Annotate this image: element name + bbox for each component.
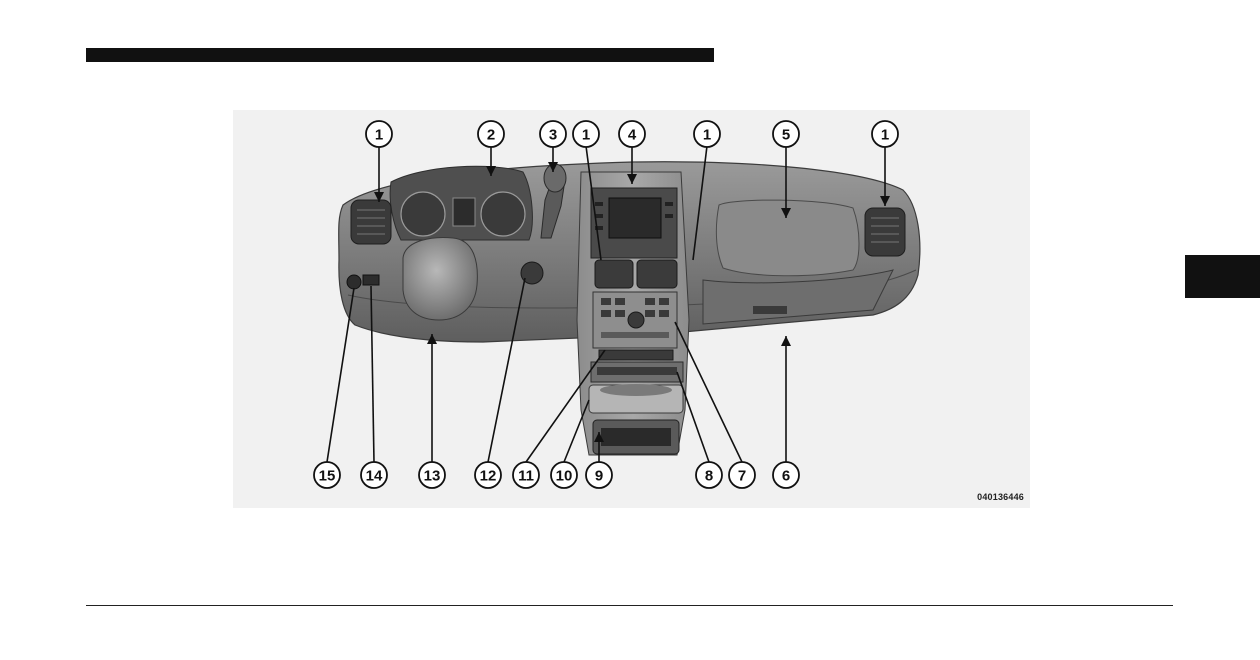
svg-text:11: 11 xyxy=(518,468,534,485)
header-bar xyxy=(86,48,714,62)
switch-row xyxy=(599,350,673,360)
dashboard-illustration: 1 2 3 1 4 1 5 1 xyxy=(233,110,1030,508)
callout-6: 6 xyxy=(773,462,799,488)
center-vent-left xyxy=(595,260,633,288)
chapter-tab xyxy=(1185,255,1260,298)
svg-text:10: 10 xyxy=(556,468,573,485)
callout-8: 8 xyxy=(696,462,722,488)
callout-2: 2 xyxy=(478,121,504,147)
callout-5: 5 xyxy=(773,121,799,147)
center-vent-right xyxy=(637,260,677,288)
callout-1-center-left: 1 xyxy=(573,121,599,147)
callout-1-right: 1 xyxy=(872,121,898,147)
switch-bank xyxy=(363,275,379,285)
svg-text:1: 1 xyxy=(582,127,590,144)
callout-4: 4 xyxy=(619,121,645,147)
callout-14: 14 xyxy=(361,462,387,488)
figure-code: 040136446 xyxy=(977,492,1024,502)
dashboard-figure: 1 2 3 1 4 1 5 1 xyxy=(233,110,1030,508)
svg-text:1: 1 xyxy=(375,127,383,144)
svg-text:13: 13 xyxy=(424,468,441,485)
svg-text:4: 4 xyxy=(628,127,637,144)
svg-text:2: 2 xyxy=(487,127,495,144)
svg-text:5: 5 xyxy=(782,127,790,144)
footer-rule xyxy=(86,605,1173,606)
callout-1-left: 1 xyxy=(366,121,392,147)
svg-text:6: 6 xyxy=(782,468,790,485)
callout-15: 15 xyxy=(314,462,340,488)
svg-text:1: 1 xyxy=(703,127,711,144)
svg-text:14: 14 xyxy=(366,468,383,485)
svg-text:1: 1 xyxy=(881,127,889,144)
svg-text:12: 12 xyxy=(480,468,497,485)
callout-7: 7 xyxy=(729,462,755,488)
right-air-vent xyxy=(865,208,905,256)
callout-13: 13 xyxy=(419,462,445,488)
svg-text:15: 15 xyxy=(319,468,336,485)
steering-wheel-pad xyxy=(403,238,477,320)
svg-text:7: 7 xyxy=(738,468,746,485)
callout-11: 11 xyxy=(513,462,539,488)
svg-text:9: 9 xyxy=(595,468,603,485)
svg-text:8: 8 xyxy=(705,468,713,485)
headlight-switch xyxy=(347,275,361,289)
left-air-vent xyxy=(351,200,391,244)
svg-text:3: 3 xyxy=(549,127,557,144)
callout-1-center-right: 1 xyxy=(694,121,720,147)
callout-12: 12 xyxy=(475,462,501,488)
callout-3: 3 xyxy=(540,121,566,147)
center-stack xyxy=(577,172,689,455)
callout-10: 10 xyxy=(551,462,577,488)
callout-9: 9 xyxy=(586,462,612,488)
